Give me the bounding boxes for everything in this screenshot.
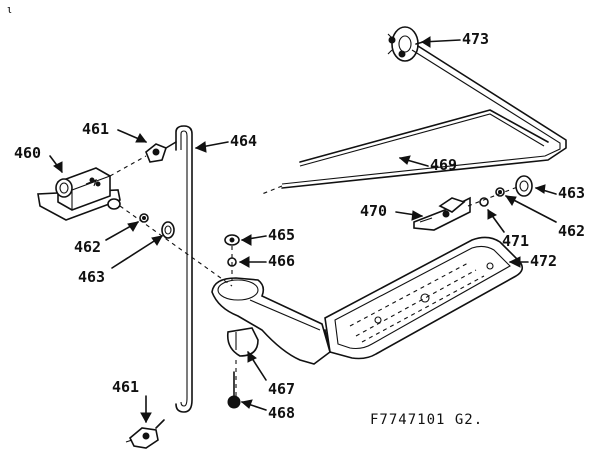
corner-mark: ι [6,3,13,16]
callout-468: 468 [268,404,296,422]
part-463-right-nut [515,175,533,197]
callout-464: 464 [230,132,258,150]
leader-arrows [49,36,557,424]
callout-467: 467 [268,380,296,398]
part-463-left-nut [161,221,175,239]
part-462-left-washer [139,213,149,223]
figure-code: F7747101 G2. [370,412,484,428]
callout-466: 466 [268,252,296,270]
part-471-ring [479,197,489,207]
callout-470: 470 [360,202,388,220]
callout-462-left: 462 [74,238,102,256]
callout-460: 460 [14,144,42,162]
callout-472: 472 [530,252,558,270]
part-472-burner-tray [324,236,524,360]
callout-465: 465 [268,226,296,244]
part-462-right-washer [495,187,505,197]
part-469-tube [261,45,567,195]
part-461-top-fitting [145,141,177,163]
part-460-valve [37,167,121,221]
part-465-nut [224,234,240,246]
callout-461-bottom: 461 [112,378,140,396]
callout-471: 471 [502,232,530,250]
callout-473: 473 [462,30,490,48]
callout-463-right: 463 [558,184,586,202]
part-464-pilot-tube [175,125,193,413]
part-467-air-shutter [226,327,259,357]
part-470-bracket [413,196,471,231]
part-461-bottom-fitting [125,419,165,449]
part-burner-arm [211,277,331,365]
callout-461-top: 461 [82,120,110,138]
callout-462-right: 462 [558,222,586,240]
callout-469: 469 [430,156,458,174]
callout-463-left: 463 [78,268,106,286]
part-473-fitting [387,26,431,62]
part-468-screw [227,360,241,409]
